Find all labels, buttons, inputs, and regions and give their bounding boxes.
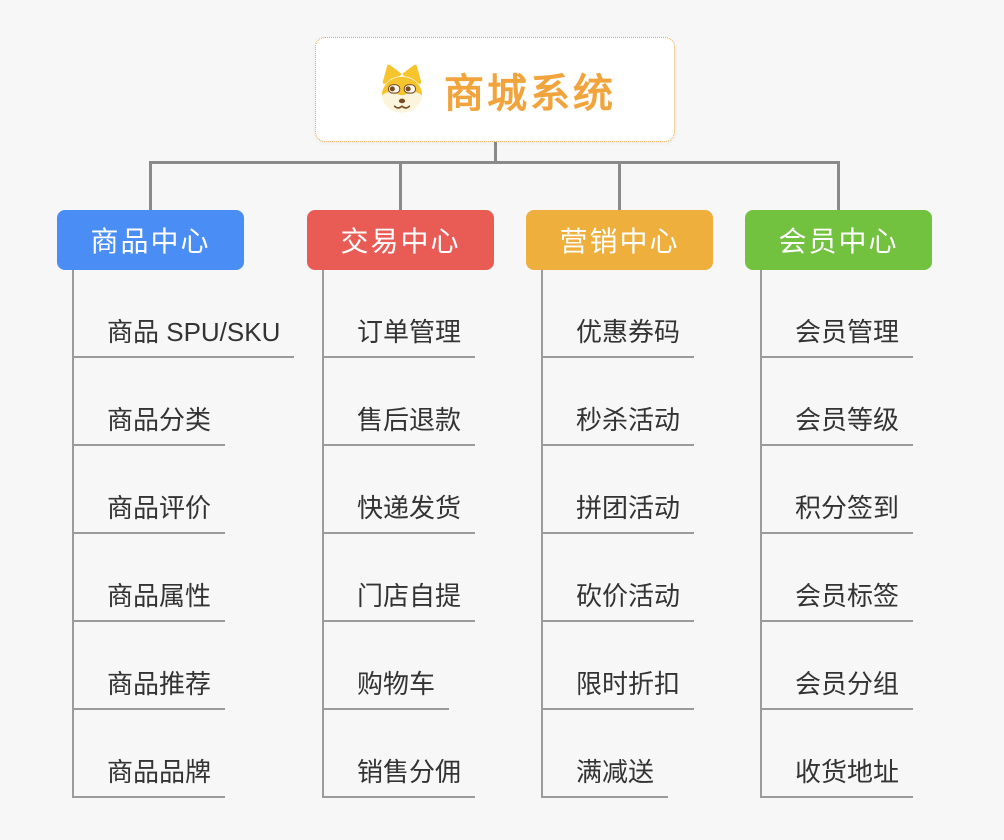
branch-items-marketing: 优惠券码 秒杀活动 拼团活动 砍价活动 限时折扣 满减送: [541, 270, 695, 798]
leaf-node[interactable]: 快递发货: [324, 494, 476, 534]
leaf-node[interactable]: 门店自提: [324, 582, 476, 622]
leaf-node[interactable]: 满减送: [543, 758, 669, 798]
leaf-node[interactable]: 秒杀活动: [543, 406, 695, 446]
leaf-node[interactable]: 售后退款: [324, 406, 476, 446]
leaf-node[interactable]: 会员等级: [762, 406, 914, 446]
leaf-node[interactable]: 会员管理: [762, 318, 914, 358]
leaf-node[interactable]: 优惠券码: [543, 318, 695, 358]
leaf-node[interactable]: 会员标签: [762, 582, 914, 622]
branch-items-trade: 订单管理 售后退款 快递发货 门店自提 购物车 销售分佣: [322, 270, 476, 798]
leaf-node[interactable]: 购物车: [324, 670, 450, 710]
leaf-node[interactable]: 销售分佣: [324, 758, 476, 798]
leaf-node[interactable]: 商品评价: [74, 494, 226, 534]
leaf-node[interactable]: 砍价活动: [543, 582, 695, 622]
connector-drop-products: [149, 161, 152, 211]
leaf-node[interactable]: 积分签到: [762, 494, 914, 534]
connector-bus: [149, 161, 840, 164]
connector-drop-trade: [399, 161, 402, 211]
branch-header-members[interactable]: 会员中心: [745, 210, 932, 270]
branch-items-members: 会员管理 会员等级 积分签到 会员标签 会员分组 收货地址: [760, 270, 914, 798]
leaf-node[interactable]: 商品属性: [74, 582, 226, 622]
leaf-node[interactable]: 商品推荐: [74, 670, 226, 710]
leaf-node[interactable]: 限时折扣: [543, 670, 695, 710]
leaf-node[interactable]: 会员分组: [762, 670, 914, 710]
leaf-node[interactable]: 拼团活动: [543, 494, 695, 534]
root-title: 商城系统: [444, 71, 616, 116]
leaf-node[interactable]: 收货地址: [762, 758, 914, 798]
connector-drop-members: [837, 161, 840, 211]
root-node[interactable]: 商城系统: [315, 37, 675, 142]
branch-header-marketing[interactable]: 营销中心: [526, 210, 713, 270]
leaf-node[interactable]: 商品品牌: [74, 758, 226, 798]
leaf-node[interactable]: 商品 SPU/SKU: [74, 318, 295, 358]
branch-items-products: 商品 SPU/SKU 商品分类 商品评价 商品属性 商品推荐 商品品牌: [72, 270, 295, 798]
connector-root-stem: [494, 141, 497, 162]
dog-face-icon: [374, 62, 430, 118]
leaf-node[interactable]: 订单管理: [324, 318, 476, 358]
leaf-node[interactable]: 商品分类: [74, 406, 226, 446]
branch-header-trade[interactable]: 交易中心: [307, 210, 494, 270]
connector-drop-marketing: [618, 161, 621, 211]
branch-header-products[interactable]: 商品中心: [57, 210, 244, 270]
